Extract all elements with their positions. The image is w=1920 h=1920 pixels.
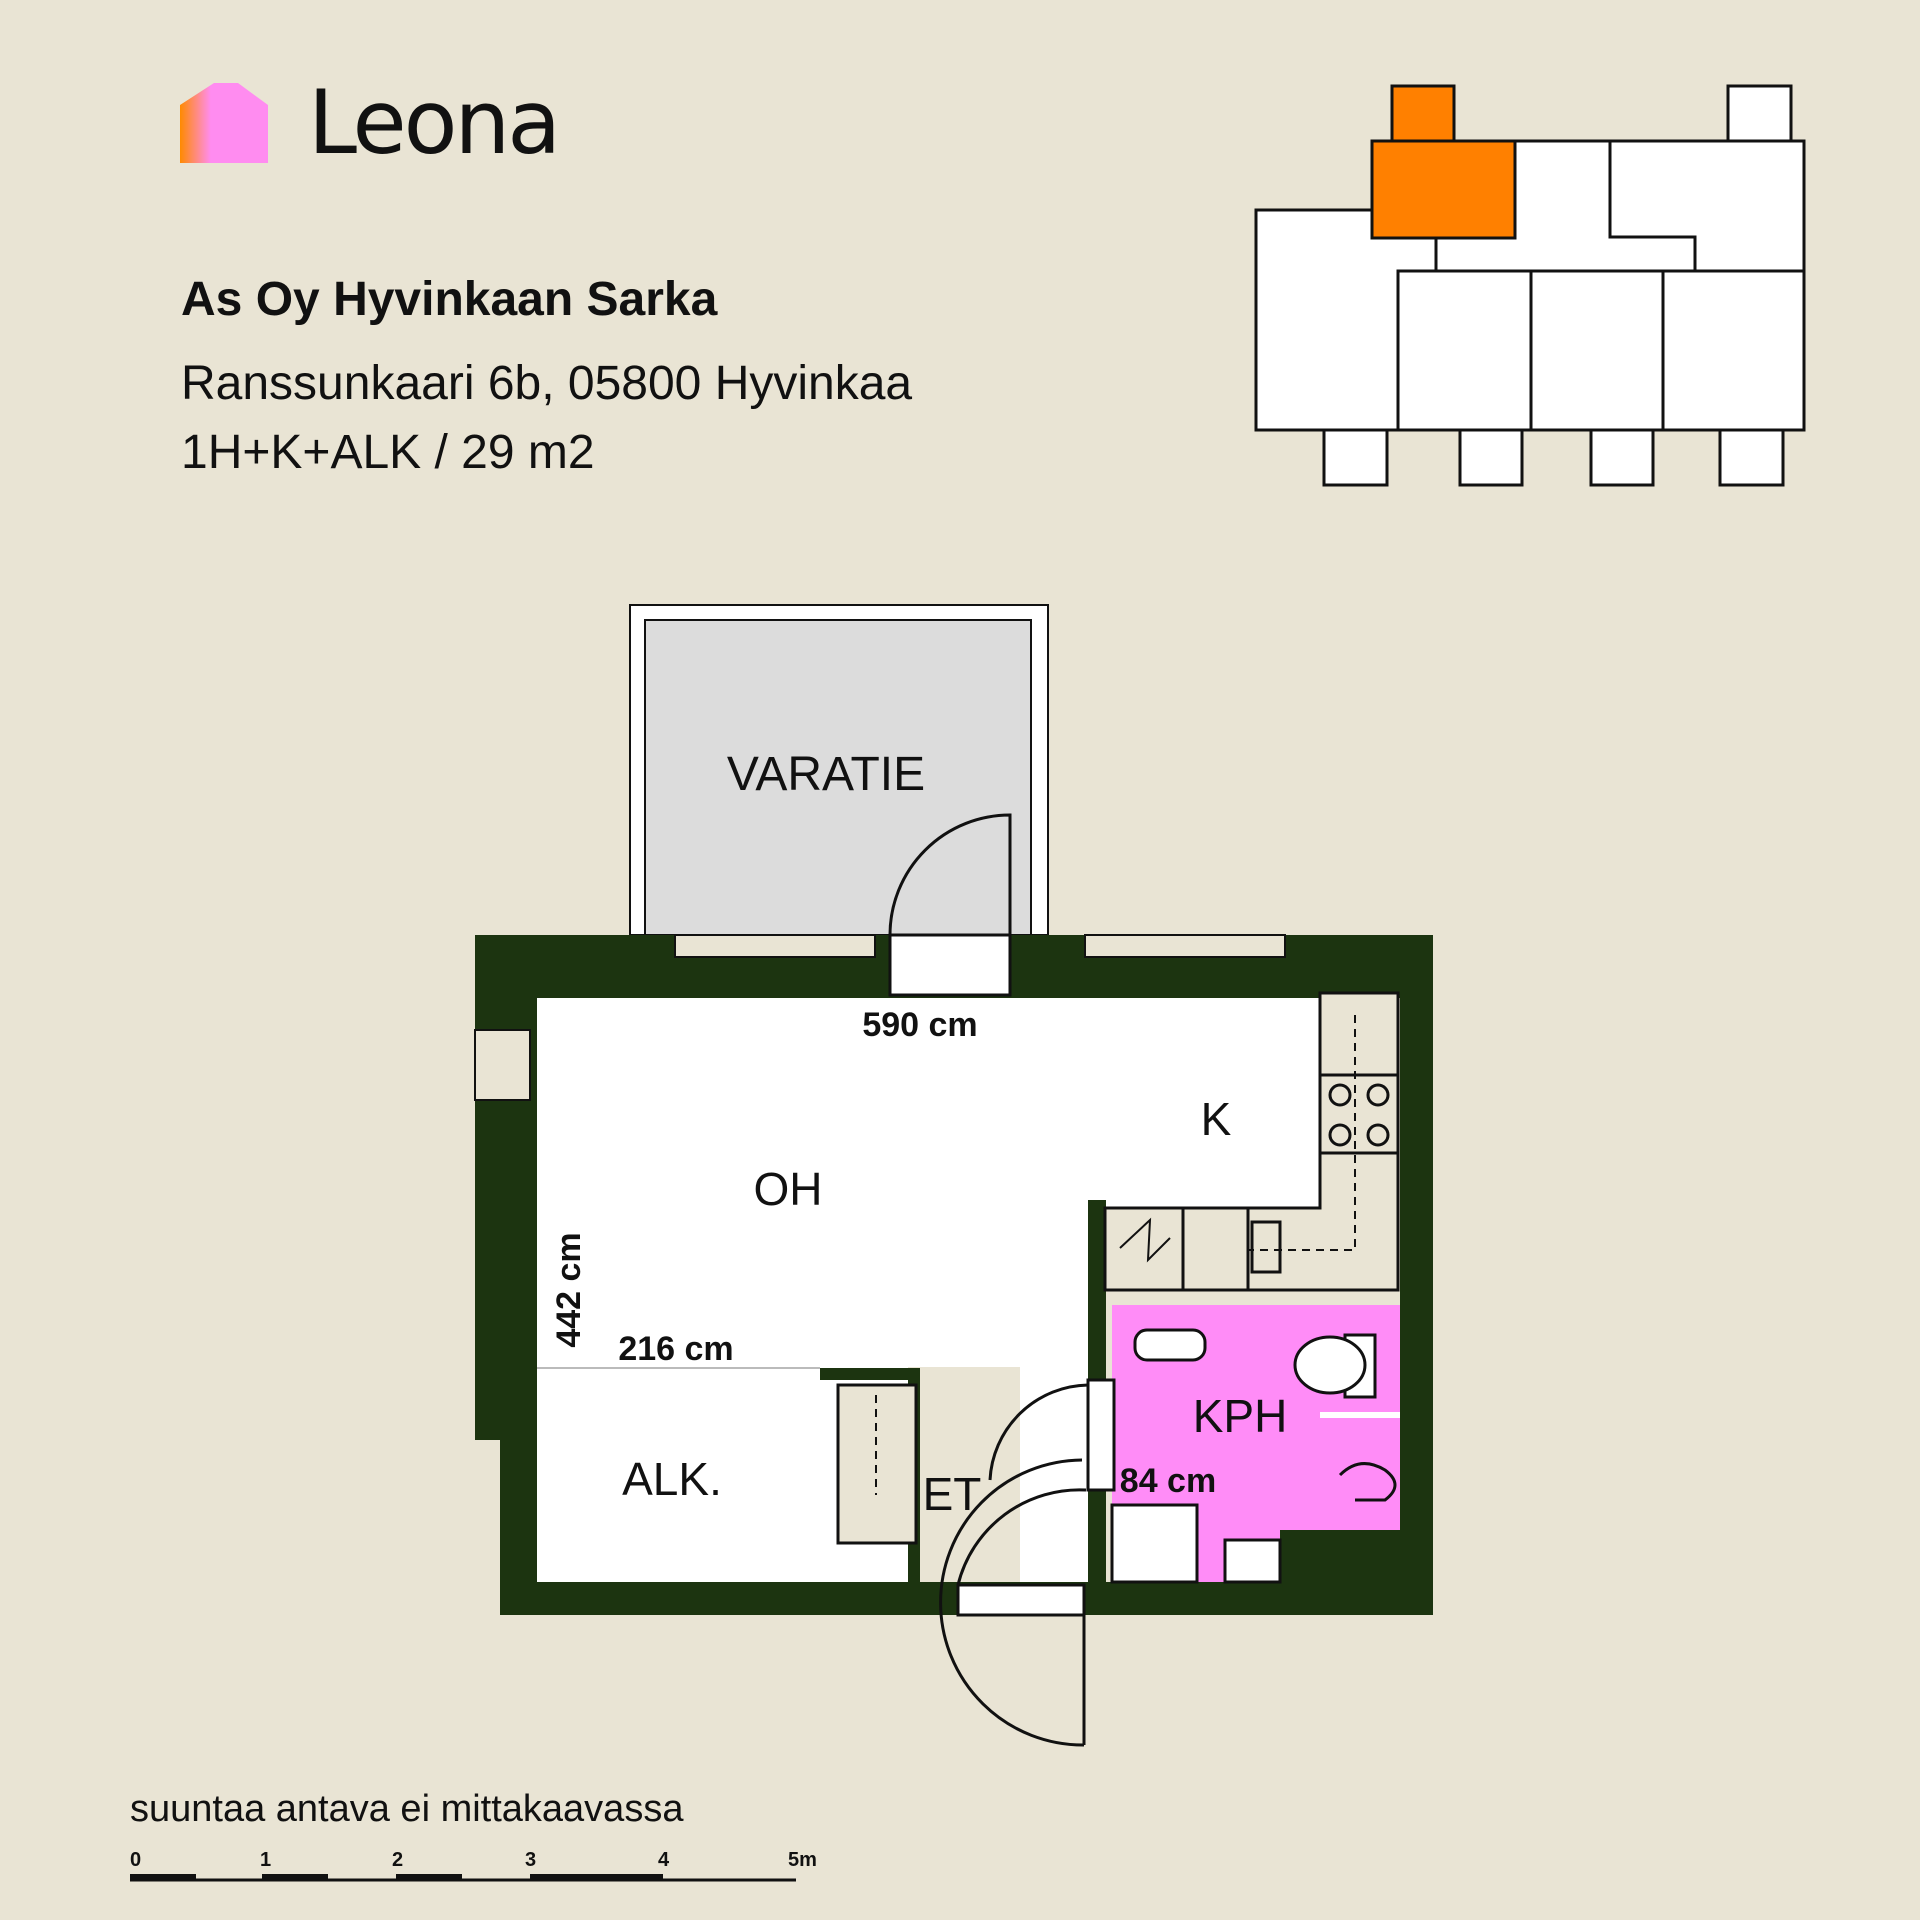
scale-tick: 4 [658,1849,670,1871]
property-address: Ranssunkaari 6b, 05800 Hyvinkaa [181,357,913,410]
scale-tick: 1 [260,1849,271,1871]
bathroom-door-frame [1086,1378,1116,1492]
scale-tick: 5m [788,1849,817,1871]
wardrobe [836,1383,918,1545]
toilet-bowl-icon [1293,1335,1367,1395]
building-key-plan [1254,84,1806,487]
dimension-bathroom: 84 cm [1120,1462,1216,1500]
keyplan-highlight-unit [1370,139,1517,240]
brand-name: Leona [308,70,561,174]
shower-icon [1338,1462,1397,1502]
keyplan-balcony [1726,84,1793,144]
door-swing [888,813,1012,936]
keyplan-unit [1529,269,1665,432]
keyplan-balcony [1322,428,1389,487]
scale-bar: 0 1 2 3 4 5m [130,1849,817,1882]
keyplan-unit [1661,269,1806,432]
keyplan-balcony [1718,428,1785,487]
bathroom-wall [1280,1530,1400,1582]
keyplan-balcony [1589,428,1655,487]
door-swing [939,1458,1085,1747]
sink-icon [1250,1220,1282,1274]
scale-tick: 0 [130,1849,141,1871]
window [1084,934,1286,958]
door-swing [988,1383,1089,1481]
cabinet [1223,1538,1282,1584]
dimension-alcove: 216 cm [618,1330,733,1368]
scale-segment [130,1874,196,1880]
room-label-entry: ET [923,1468,982,1520]
balcony-floor [644,619,1032,936]
scale-tick: 3 [525,1849,536,1871]
apartment-type: 1H+K+ALK / 29 m2 [181,426,595,479]
balcony-door [888,933,1012,997]
dimension-width: 590 cm [862,1006,977,1044]
room-label-kitchen: K [1201,1093,1232,1145]
room-label-alcove: ALK. [622,1453,722,1505]
scale-tick: 2 [392,1849,403,1871]
keyplan-highlight-balcony [1390,84,1456,144]
entrance-door [956,1583,1086,1617]
property-title: As Oy Hyvinkaan Sarka [181,273,718,326]
room-label-bathroom: KPH [1193,1390,1288,1442]
keyplan-balcony [1458,428,1524,487]
stove-icon [1328,1083,1390,1147]
window [674,934,876,958]
floor-areas [537,998,1320,1582]
disclaimer: suuntaa antava ei mittakaavassa [130,1788,684,1830]
room-label-balcony: VARATIE [727,748,925,801]
scale-segment [262,1874,328,1880]
washbasin-icon [1133,1328,1207,1362]
house-logo-icon [180,82,268,163]
scale-segment [396,1874,462,1880]
interior-wall [820,1368,918,1380]
washing-machine [1110,1503,1199,1584]
scale-segment [530,1874,663,1880]
window [474,1029,531,1101]
kitchen-counter [1103,991,1400,1292]
brand-logo: Leona [180,70,561,174]
room-label-living: OH [754,1163,823,1215]
door-swing [956,1488,1087,1586]
dimension-height: 442 cm [550,1232,588,1347]
fridge-icon [1119,1217,1171,1263]
